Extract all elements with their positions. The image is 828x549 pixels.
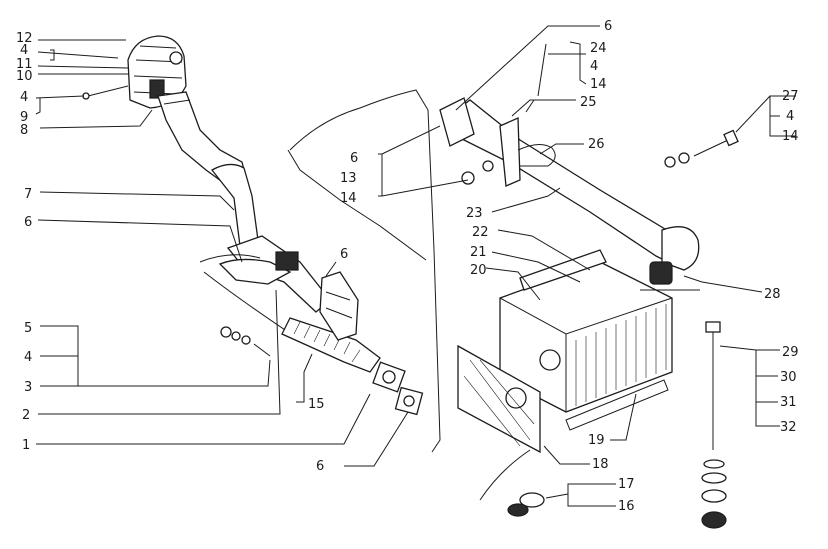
- mounting-plate: [457, 344, 541, 454]
- callout-14: 14: [340, 191, 357, 206]
- callout-4: 4: [786, 109, 794, 124]
- callout-labels: 12 4 11 10 4 9 8 7 6 6 5 4 3 2 15 1 6 6 …: [16, 19, 799, 514]
- callout-29: 29: [782, 345, 799, 360]
- callout-5: 5: [24, 321, 32, 336]
- callout-30: 30: [780, 370, 797, 385]
- callout-8: 8: [20, 123, 28, 138]
- callout-19: 19: [588, 433, 605, 448]
- callout-16: 16: [618, 499, 635, 514]
- divider-panel-outline: [287, 89, 441, 453]
- callout-20: 20: [470, 263, 487, 278]
- callout-10: 10: [16, 69, 33, 84]
- callout-6: 6: [350, 151, 358, 166]
- bottom-fittings: [479, 449, 545, 517]
- callout-21: 21: [470, 245, 487, 260]
- callout-4: 4: [20, 90, 28, 105]
- bellows-joint: [281, 317, 406, 393]
- callout-22: 22: [472, 225, 489, 240]
- callout-13: 13: [340, 171, 357, 186]
- callout-17: 17: [618, 477, 635, 492]
- callout-4: 4: [24, 350, 32, 365]
- callout-1: 1: [22, 438, 30, 453]
- callout-12: 12: [16, 31, 33, 46]
- callout-3: 3: [24, 380, 32, 395]
- callout-7: 7: [24, 187, 32, 202]
- rubber-mount: [640, 261, 700, 291]
- callout-31: 31: [780, 395, 797, 410]
- callout-2: 2: [22, 408, 30, 423]
- callout-6: 6: [340, 247, 348, 262]
- callout-4: 4: [590, 59, 598, 74]
- callout-24: 24: [590, 41, 607, 56]
- exhaust-pipe-lower: [199, 235, 361, 354]
- callout-18: 18: [592, 457, 609, 472]
- callout-27: 27: [782, 89, 799, 104]
- muffler-pipe-right: [439, 97, 700, 271]
- callout-9: 9: [20, 110, 28, 125]
- exhaust-pipe-upper: [157, 91, 259, 247]
- callout-6: 6: [24, 215, 32, 230]
- callout-26: 26: [588, 137, 605, 152]
- callout-32: 32: [780, 420, 797, 435]
- callout-14: 14: [590, 77, 607, 92]
- bolt-with-washers-left: [220, 326, 271, 357]
- callout-6: 6: [316, 459, 324, 474]
- small-clamp-nuts: [461, 99, 535, 185]
- callout-25: 25: [580, 95, 597, 110]
- long-bolt-stack: [701, 321, 727, 529]
- bracket-left: [319, 271, 359, 341]
- bolt-left-top: [82, 85, 129, 100]
- bolt-right-top: [664, 129, 739, 168]
- callout-28: 28: [764, 287, 781, 302]
- leader-lines: [35, 25, 796, 507]
- callout-11: 11: [16, 57, 33, 72]
- manifold-housing: [127, 35, 187, 109]
- gasket-left: [394, 386, 424, 416]
- callout-15: 15: [308, 397, 325, 412]
- callout-6: 6: [604, 19, 612, 34]
- callout-23: 23: [466, 206, 483, 221]
- callout-4: 4: [20, 43, 28, 58]
- callout-14: 14: [782, 129, 799, 144]
